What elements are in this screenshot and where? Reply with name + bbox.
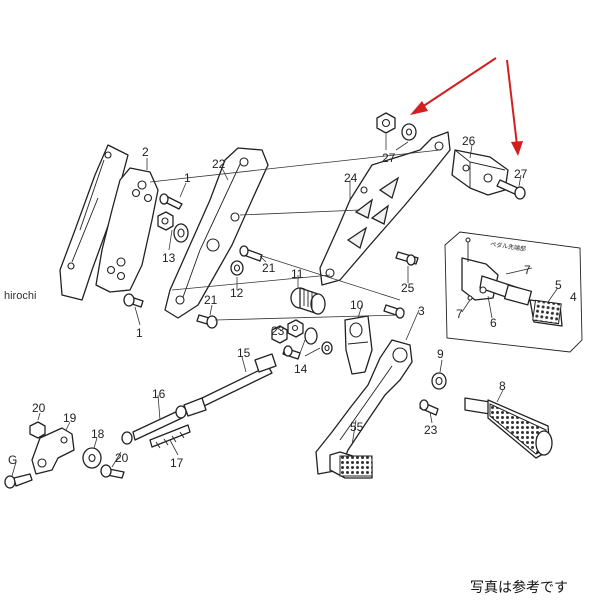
label-11: 11 — [291, 267, 304, 281]
part-9-nut — [431, 372, 447, 390]
label-7-upper: 7 — [524, 263, 531, 277]
label-8: 8 — [499, 379, 506, 393]
part-27-nut-washer — [376, 112, 417, 141]
part-10-bush — [344, 315, 373, 375]
part-2-bracket-plate — [95, 167, 159, 293]
label-55: 55 — [350, 420, 364, 434]
part-22-inner-plate — [164, 147, 269, 319]
label-27-left: 27 — [382, 151, 396, 165]
part-55-pedal-tip — [329, 451, 373, 479]
label-1-lower: 1 — [136, 326, 143, 340]
label-18: 18 — [91, 427, 105, 441]
part-20-bolt-lower — [100, 464, 125, 479]
part-23-lower — [419, 399, 439, 416]
label-5: 5 — [555, 278, 562, 292]
label-23-lower: 23 — [424, 423, 438, 437]
part-19-link-arm — [31, 427, 75, 475]
label-16: 16 — [152, 387, 166, 401]
label-20-lower: 20 — [115, 451, 129, 465]
part-23-upper — [271, 325, 301, 360]
reference-caption: 写真は参考です — [470, 579, 568, 596]
part-3-pedal-arm — [315, 339, 413, 475]
part-G-bolt — [4, 473, 33, 489]
label-leaders — [11, 134, 558, 477]
label-14: 14 — [294, 362, 308, 376]
part-number-labels: 2 1 1 13 22 21 21 12 11 24 25 10 3 14 15… — [8, 134, 577, 470]
part-21-bolt-upper — [239, 245, 263, 262]
part-15-rod — [183, 353, 277, 417]
label-1-upper: 1 — [184, 171, 191, 185]
label-21-lower: 21 — [204, 293, 218, 307]
label-G: G — [8, 453, 17, 467]
label-27-right: 27 — [514, 167, 528, 181]
label-15: 15 — [237, 346, 251, 360]
inset-note: ペダル先端部 — [490, 240, 527, 253]
exploded-guide-lines — [149, 149, 441, 321]
part-1-bolt-upper — [159, 193, 183, 210]
part-25-bolt-lower — [383, 304, 405, 319]
label-21-upper: 21 — [262, 261, 276, 275]
label-12: 12 — [230, 286, 244, 300]
part-11-bearing — [290, 287, 326, 315]
part-27-bolt — [496, 179, 526, 200]
label-3: 3 — [418, 304, 425, 318]
label-24: 24 — [344, 171, 358, 185]
label-13: 13 — [162, 251, 176, 265]
label-7-lower: 7 — [456, 307, 463, 321]
red-arrows — [410, 57, 523, 156]
part-17-rod-ends — [149, 424, 191, 449]
label-19: 19 — [63, 411, 77, 425]
inset-pedal-tip-assembly — [444, 231, 583, 353]
label-6: 6 — [490, 316, 497, 330]
label-17: 17 — [170, 456, 184, 470]
part-13-nut — [157, 211, 189, 243]
part-18-rod-joint — [82, 447, 102, 469]
label-26: 26 — [462, 134, 476, 148]
part-21-bolt-lower — [196, 314, 218, 329]
watermark-text: hirochi — [4, 290, 36, 302]
label-9: 9 — [437, 347, 444, 361]
label-23-upper: 23 — [271, 324, 285, 338]
label-2: 2 — [142, 145, 149, 159]
part-25-bolt-upper — [395, 251, 419, 266]
label-4: 4 — [570, 290, 577, 304]
label-22: 22 — [212, 157, 226, 171]
part-14-spacers — [287, 319, 333, 355]
part-12-collar — [230, 260, 244, 276]
part-1-bolt-lower — [123, 293, 144, 308]
label-10: 10 — [350, 298, 364, 312]
part-24-heel-guard — [319, 131, 451, 286]
part-16-rod-ends — [121, 405, 187, 445]
label-20-upper: 20 — [32, 401, 46, 415]
label-25: 25 — [401, 281, 415, 295]
part-8-foot-peg — [464, 397, 553, 459]
part-26-block — [451, 149, 509, 196]
part-20-bolt-upper — [29, 421, 46, 439]
